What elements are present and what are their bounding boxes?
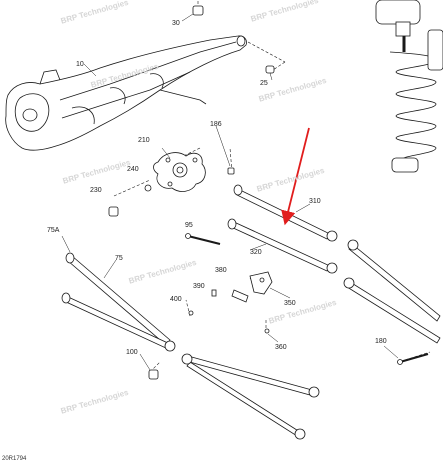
- hardware: [108, 5, 429, 380]
- nut-390: [211, 289, 217, 297]
- nut-400: [188, 310, 194, 316]
- label-leaders: [61, 13, 399, 371]
- callout-400: 400: [170, 296, 182, 303]
- shock-absorber: [375, 0, 443, 173]
- knuckle-210: [153, 152, 206, 192]
- callout-180: 180: [375, 338, 387, 345]
- control-arm-320: [227, 218, 338, 274]
- callout-75A: 75A: [47, 227, 60, 234]
- callout-100: 100: [126, 349, 138, 356]
- lower-arm-75: [61, 252, 176, 352]
- callout-75: 75: [115, 255, 123, 262]
- nut-25: [265, 65, 275, 74]
- bolt-95: [187, 235, 221, 245]
- callout-350: 350: [284, 300, 296, 307]
- clip-380: [231, 289, 249, 303]
- callout-210: 210: [138, 137, 150, 144]
- callout-25: 25: [260, 80, 268, 87]
- callout-240: 240: [127, 166, 139, 173]
- figure-id: 20R1794: [2, 456, 27, 462]
- callout-230: 230: [90, 187, 102, 194]
- lower-arm-bottom: [181, 353, 320, 440]
- callout-30: 30: [172, 20, 180, 27]
- callout-320: 320: [250, 249, 262, 256]
- callout-arrow: [281, 127, 310, 226]
- bushing-230: [108, 206, 119, 217]
- callout-310: 310: [309, 198, 321, 205]
- nut-30: [192, 5, 204, 16]
- bracket-350: [231, 271, 273, 303]
- washer-240: [144, 184, 152, 192]
- bolt-180: [399, 353, 429, 363]
- callout-390: 390: [193, 283, 205, 290]
- nut-100: [148, 369, 159, 380]
- washer-360: [264, 328, 270, 334]
- trailing-arm-10: [5, 35, 247, 151]
- callout-380: 380: [215, 267, 227, 274]
- callout-186: 186: [210, 121, 222, 128]
- callout-360: 360: [275, 344, 287, 351]
- long-link-right: [343, 239, 441, 344]
- callout-95: 95: [185, 222, 193, 229]
- nut-186: [227, 167, 235, 175]
- callout-10: 10: [76, 61, 84, 68]
